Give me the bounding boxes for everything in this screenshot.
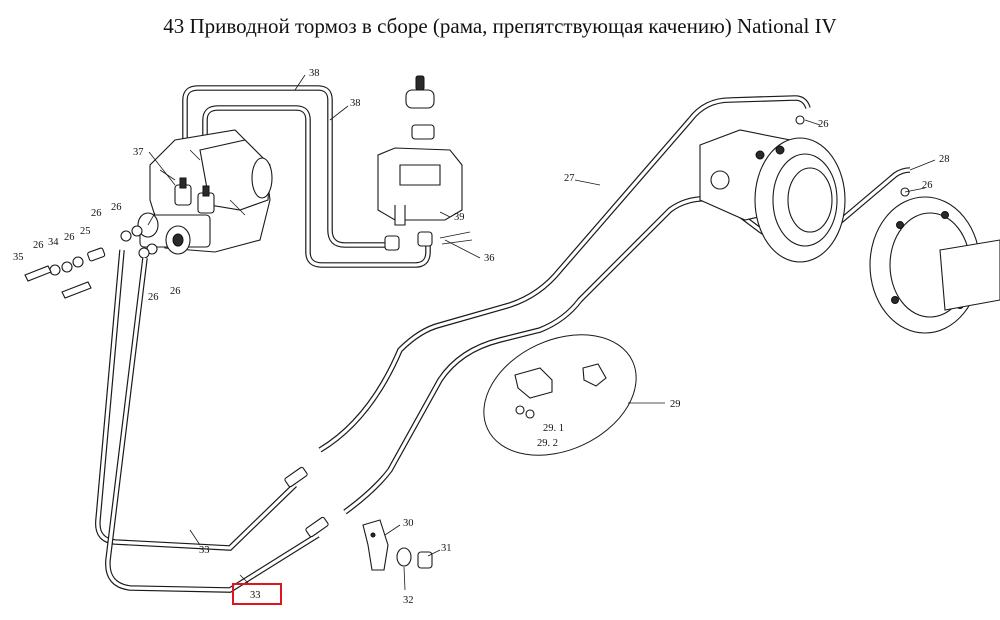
callout-26-l2: 26	[64, 232, 75, 243]
callout-labels: 38 38 37 26 26 34 26 25 26 35 26 26 39 3…	[13, 68, 950, 606]
page-title: 43 Приводной тормоз в сборе (рама, препя…	[163, 14, 837, 38]
callout-25: 25	[80, 226, 91, 237]
axle-housing	[699, 129, 846, 263]
bracket-30-parts	[362, 519, 433, 571]
callout-26-axle: 26	[818, 119, 829, 130]
left-fittings	[24, 225, 158, 299]
highlighted-callout-box	[232, 583, 282, 605]
callout-26-l3: 26	[33, 240, 44, 251]
callout-38a: 38	[309, 68, 320, 79]
callout-32: 32	[403, 595, 414, 606]
wheel-hub-right	[869, 196, 1000, 334]
callout-30: 30	[403, 518, 414, 529]
callout-26-l1: 26	[91, 208, 102, 219]
callout-34: 34	[48, 237, 59, 248]
callout-28: 28	[939, 154, 950, 165]
callout-27: 27	[564, 173, 575, 184]
callout-33-lower: 33	[250, 590, 261, 601]
callout-26-l5: 26	[170, 286, 181, 297]
callout-26-mc: 26	[111, 202, 122, 213]
callout-31: 31	[441, 543, 452, 554]
callout-26-l4: 26	[148, 292, 159, 303]
callout-35: 35	[13, 252, 24, 263]
callout-39: 39	[454, 212, 465, 223]
brake-fluid-reservoir	[377, 75, 463, 226]
brake-hoses-33	[95, 249, 329, 593]
reservoir-pipes	[182, 85, 431, 268]
callout-33-upper: 33	[199, 545, 210, 556]
master-cylinder	[137, 129, 273, 255]
callout-29-2: 29. 2	[537, 438, 558, 449]
callout-29: 29	[670, 399, 681, 410]
callout-29-1: 29. 1	[543, 423, 564, 434]
bracket-detail-29	[483, 334, 637, 456]
callout-37: 37	[133, 147, 144, 158]
callout-36: 36	[484, 253, 495, 264]
callout-38b: 38	[350, 98, 361, 109]
leader-lines	[147, 74, 936, 591]
callout-26-r: 26	[922, 180, 933, 191]
